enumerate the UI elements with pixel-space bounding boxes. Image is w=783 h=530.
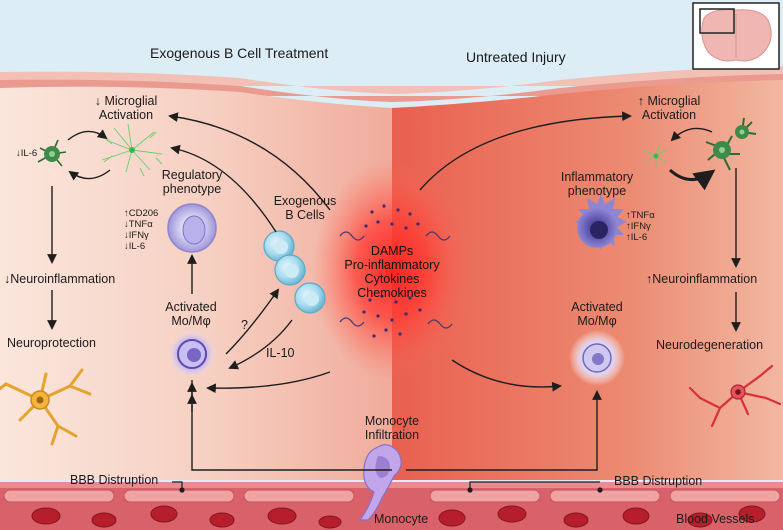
damps-line: DAMPs [370,244,414,258]
marker: ↓IL-6 [124,241,146,252]
right-markers: ↑TNFα ↑IFNγ ↑IL-6 [626,210,655,243]
left-il6-label: ↓IL-6 [16,148,38,159]
marker: ↑IL-6 [626,232,648,243]
brain-thumbnail-icon [692,2,780,70]
b-cells-line1: Exogenous [273,194,337,208]
inflammatory-phenotype-label: Inflammatory phenotype [548,170,646,198]
marker: ↓TNFα [124,219,153,230]
left-activated-line1: Activated [165,300,217,314]
marker: ↑CD206 [124,208,159,219]
right-bbb-label: BBB Distruption [614,474,703,488]
right-neuroinflammation-label: ↑Neuroinflammation [646,272,758,286]
inflammation-glow [312,160,472,380]
left-microglia-label: ↓ Microglial Activation [56,94,196,122]
monocyte-label: Monocyte [374,512,429,526]
right-activated-label: Activated Mo/Mφ [556,300,638,328]
damps-line: Pro-inflammatory [344,258,440,272]
left-bbb-label: BBB Distruption [70,473,159,487]
il10-label: IL-10 [266,346,295,360]
macrophage-icon [168,330,216,378]
left-microglia-line2: Activation [98,108,154,122]
right-activated-line2: Mo/Mφ [577,314,617,328]
damp-particles [362,204,422,338]
inflammatory-line1: Inflammatory [560,170,634,184]
marker: ↓IFNγ [124,230,149,241]
monocyte-infiltration-label: Monocyte Infiltration [354,414,430,442]
macrophage-icon [569,330,625,386]
infiltration-line1: Monocyte [364,414,420,428]
damps-line: Chemokines [357,286,427,300]
right-activated-line1: Activated [571,300,623,314]
marker: ↑TNFα [626,210,655,221]
neuron-icon [688,364,782,428]
left-markers: ↑CD206 ↓TNFα ↓IFNγ ↓IL-6 [124,208,158,252]
infiltration-line2: Infiltration [364,428,420,442]
right-microglia-label: ↑ Microglial Activation [604,94,734,122]
left-activated-line2: Mo/Mφ [171,314,211,328]
microglia-icon [643,117,757,171]
chemokine-squiggles [339,231,453,329]
neurodegeneration-label: Neurodegeneration [656,338,764,352]
monocyte-icon [358,444,402,521]
right-panel-title: Untreated Injury [466,49,566,65]
left-neuroinflammation-label: ↓Neuroinflammation [4,272,116,286]
right-microglia-line2: Activation [641,108,697,122]
blood-vessels-label: Blood Vessels [676,512,755,526]
right-microglia-line1: ↑ Microglial [637,94,701,108]
regulatory-line2: phenotype [162,182,222,196]
damps-line: Cytokines [364,272,420,286]
left-microglia-line1: ↓ Microglial [94,94,158,108]
red-blood-cell-icon [31,505,766,529]
question-mark-label: ? [241,318,248,332]
macrophage-icon [575,194,627,250]
neuron-icon [0,368,92,446]
b-cell-icon [263,230,326,314]
damps-label: DAMPs Pro-inflammatory Cytokines Chemoki… [332,244,452,300]
left-activated-label: Activated Mo/Mφ [150,300,232,328]
b-cells-line2: B Cells [285,208,325,222]
macrophage-icon [167,203,217,253]
microglia-icon [37,123,163,177]
b-cells-label: Exogenous B Cells [262,194,348,222]
marker: ↑IFNγ [626,221,651,232]
left-panel-title: Exogenous B Cell Treatment [150,45,329,61]
inflammatory-line2: phenotype [567,184,627,198]
regulatory-phenotype-label: Regulatory phenotype [150,168,234,196]
regulatory-line1: Regulatory [161,168,223,182]
neuroprotection-label: Neuroprotection [7,336,96,350]
